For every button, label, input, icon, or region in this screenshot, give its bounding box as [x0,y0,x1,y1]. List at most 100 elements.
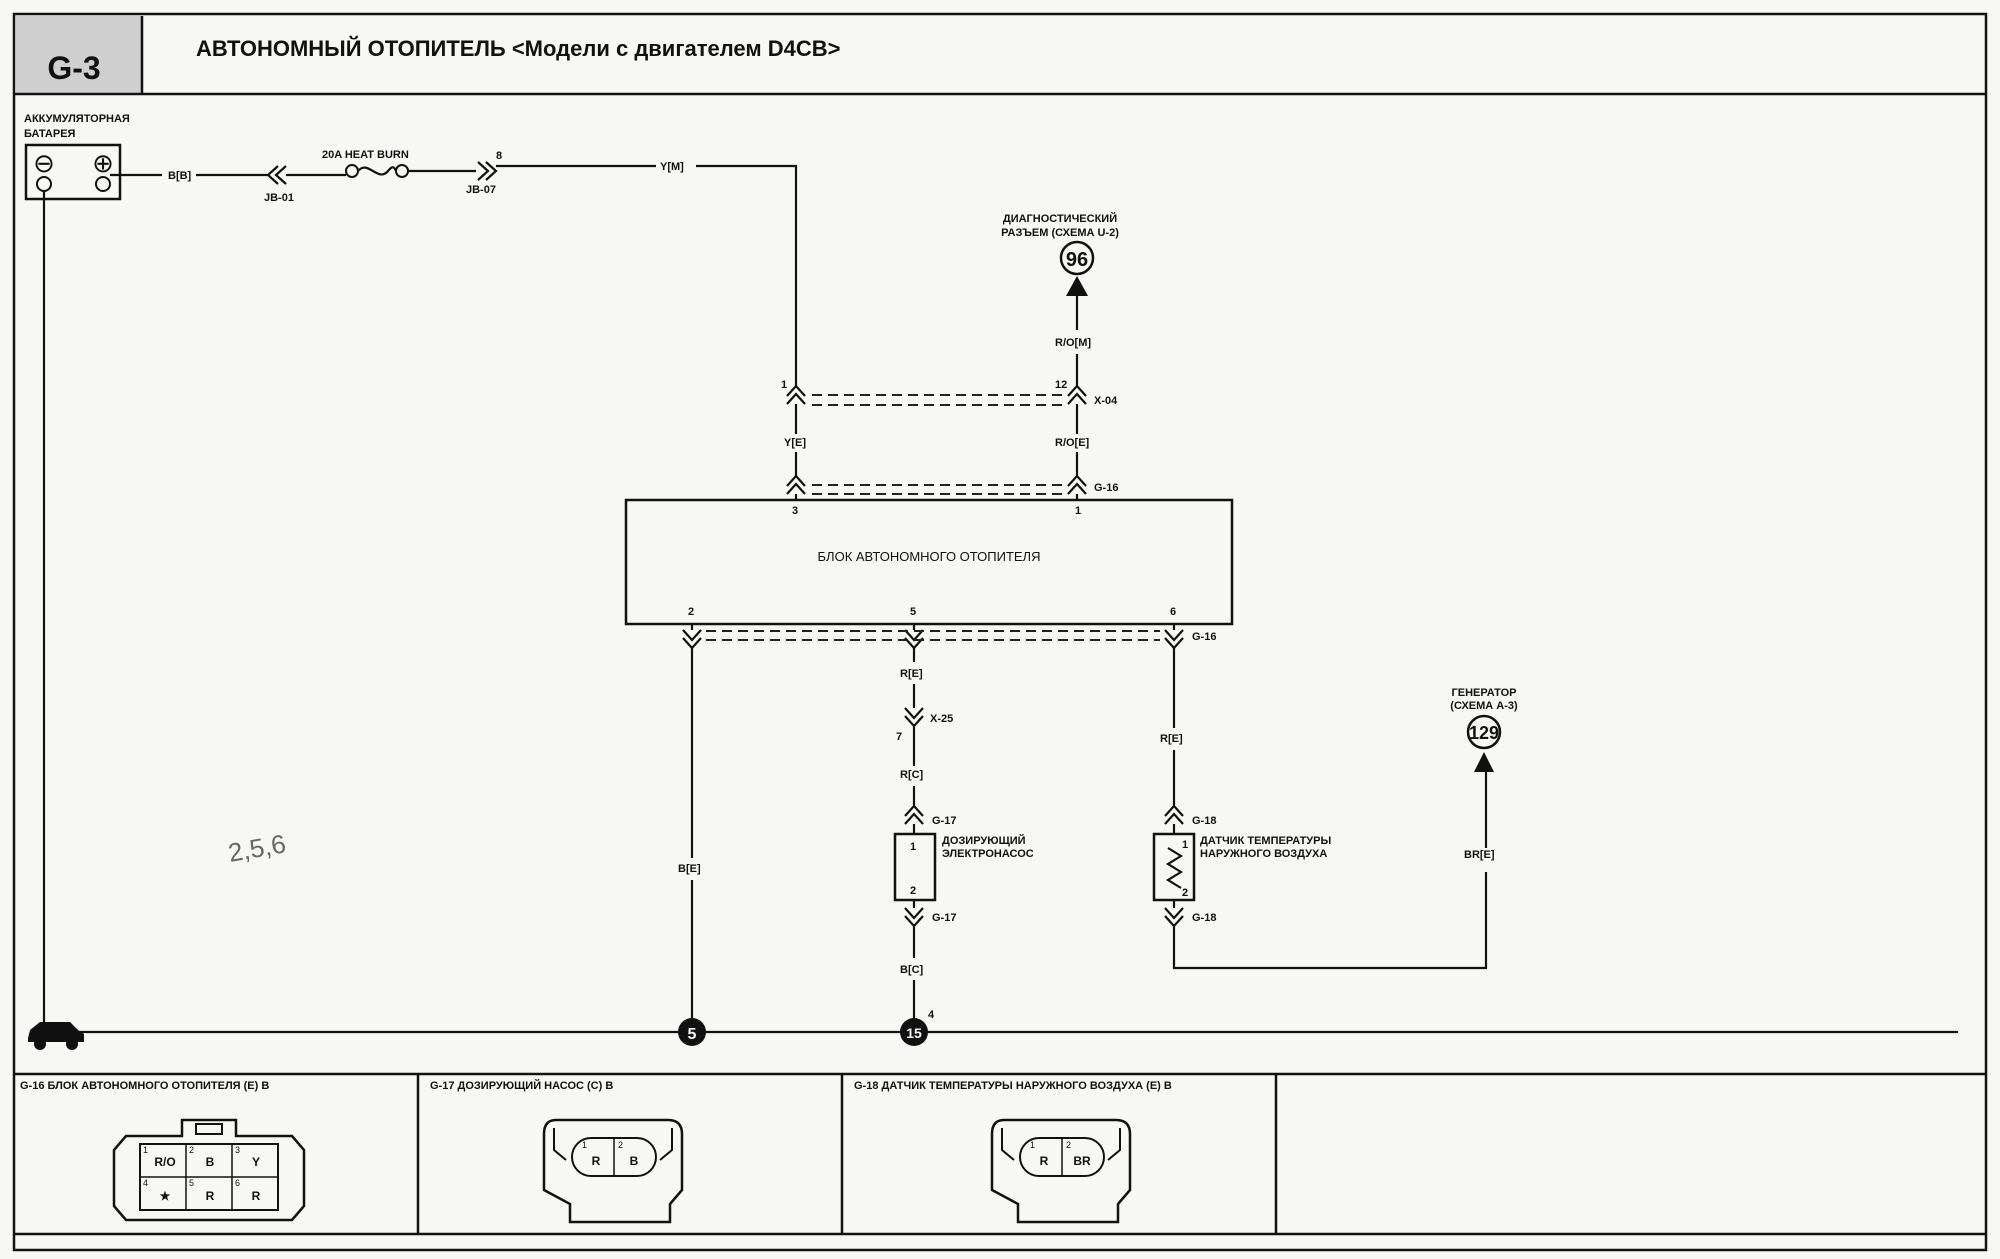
heater-pin-1: 1 [1075,505,1081,517]
g16-bottom-connector-a-icon [682,629,702,650]
g17-right-rib [659,1128,673,1161]
fuse-right-terminal [395,164,409,178]
ground-ref-15: 15 [906,1025,922,1041]
fuse-left-terminal [345,164,359,178]
battery-plus-icon: ⊕ [92,148,114,178]
g16-pin-number: 1 [143,1145,148,1155]
g16-connector-latch [195,1123,223,1135]
g16-top-left-connector-icon [786,474,806,495]
generator-label-line1: ГЕНЕРАТОР [1452,687,1517,699]
g17-top-connector-icon [904,804,924,825]
g18-right-rib [1107,1128,1121,1161]
diag-arrow-icon [1066,276,1088,296]
g16-pin-color: B [206,1155,215,1169]
g17-pin-color: R [592,1154,601,1168]
g17-pin-color: B [630,1154,639,1168]
generator-arrow-icon [1474,752,1494,772]
x25-pin: 7 [896,731,902,743]
jb07-label: JB-07 [466,184,496,196]
g16-top-right-connector-icon [1067,474,1087,495]
g18-bottom-connector-icon [1164,907,1184,928]
x04-left-connector-icon [786,384,806,405]
generator-ref-circle [1466,714,1502,750]
ground-point-15 [900,1018,928,1046]
g18-pin-number: 1 [1030,1140,1035,1150]
g17-connector-outline [542,1118,684,1224]
ground-ref-5: 5 [688,1026,697,1043]
ground-pin-4: 4 [928,1009,935,1021]
g18-top-connector-icon [1164,804,1184,825]
g16-pin-color: R [252,1189,261,1203]
sensor-pin-2: 2 [1182,887,1188,899]
pump-pin-1: 1 [910,841,916,853]
jb01-connector-icon [266,165,287,185]
g16-pin-number: 6 [235,1178,240,1188]
g18-view-title: G-18 ДАТЧИК ТЕМПЕРАТУРЫ НАРУЖНОГО ВОЗДУХ… [854,1080,1172,1092]
battery-minus-icon: ⊖ [33,148,55,178]
battery-plus-terminal [95,176,111,192]
g16-bottom-connector-c-icon [1164,629,1184,650]
g18-pin-color: BR [1073,1154,1091,1168]
g18-left-rib [1001,1128,1015,1161]
sensor-label-line1: ДАТЧИК ТЕМПЕРАТУРЫ [1200,835,1331,847]
wire-label-battery: B[B] [168,170,192,182]
wire-label-pump-re: R[E] [900,668,923,680]
pump-label-line2: ЭЛЕКТРОНАСОС [942,848,1034,860]
heater-pin-2: 2 [688,606,694,618]
x25-connector-icon [904,707,924,728]
g17-left-rib [553,1128,567,1161]
x04-pin-left: 1 [781,379,787,391]
battery-symbol [24,143,122,201]
x04-pin-right: 12 [1055,379,1067,391]
ground-point-5 [678,1018,706,1046]
page-frame [12,12,1988,1252]
jb01-label: JB-01 [264,192,294,204]
wire-label-sensor-re: R[E] [1160,733,1183,745]
x25-label: X-25 [930,713,953,725]
fuse-icon [357,166,398,176]
schematic-code: G-3 [47,50,100,86]
battery-label-line1: АККУМУЛЯТОРНАЯ [24,113,130,125]
g16-pin-number: 4 [143,1178,148,1188]
wire-ym-to-x04 [696,164,798,386]
wire-label-ro-m: R/O[M] [1055,337,1091,349]
g16-pin-number: 5 [189,1178,194,1188]
wire-label-bc: B[C] [900,964,924,976]
schematic-title: АВТОНОМНЫЙ ОТОПИТЕЛЬ <Модели с двигателе… [196,36,841,61]
diag-label-line2: РАЗЪЕМ (СХЕМА U-2) [1001,227,1119,239]
g17-bottom-connector-icon [904,907,924,928]
g17-top-label: G-17 [932,815,956,827]
wire-label-ye: Y[E] [784,437,806,449]
g16-pin-number: 2 [189,1145,194,1155]
fuse-label: 20A HEAT BURN [322,149,409,161]
wire-label-ym: Y[M] [660,161,684,173]
heater-unit-box [624,498,1234,626]
g18-connector-outline [990,1118,1132,1224]
g17-view-title: G-17 ДОЗИРУЮЩИЙ НАСОС (C) B [430,1079,613,1092]
handwritten-note: 2,5,6 [226,828,288,868]
g18-bottom-label: G-18 [1192,912,1216,924]
car-body-ground-icon [28,1022,84,1042]
heater-unit-label: БЛОК АВТОНОМНОГО ОТОПИТЕЛЯ [818,549,1041,564]
heater-pin-5: 5 [910,606,916,618]
g17-pin-number: 2 [618,1140,623,1150]
g18-connector-face: 1 2 R BR [990,1118,1132,1224]
g16-pin-color: ★ [160,1189,171,1203]
diag-ref-circle [1059,240,1095,276]
g17-bottom-label: G-17 [932,912,956,924]
g16-pin-color: R [206,1189,215,1203]
jb07-connector-icon [477,161,498,181]
battery-label-line2: БАТАРЕЯ [24,128,76,140]
jb07-pin: 8 [496,150,502,162]
car-wheel-rear-icon [66,1038,78,1050]
g16-pin-color: Y [252,1155,260,1169]
heater-pin-6: 6 [1170,606,1176,618]
pump-label-line1: ДОЗИРУЮЩИЙ [942,834,1026,847]
header-tab [16,16,142,94]
sensor-pin-1: 1 [1182,839,1188,851]
generator-label-line2: (СХЕМА А-3) [1450,700,1518,712]
g16-top-label: G-16 [1094,482,1118,494]
x04-label: X-04 [1094,395,1118,407]
diag-label-line1: ДИАГНОСТИЧЕСКИЙ [1003,212,1117,225]
